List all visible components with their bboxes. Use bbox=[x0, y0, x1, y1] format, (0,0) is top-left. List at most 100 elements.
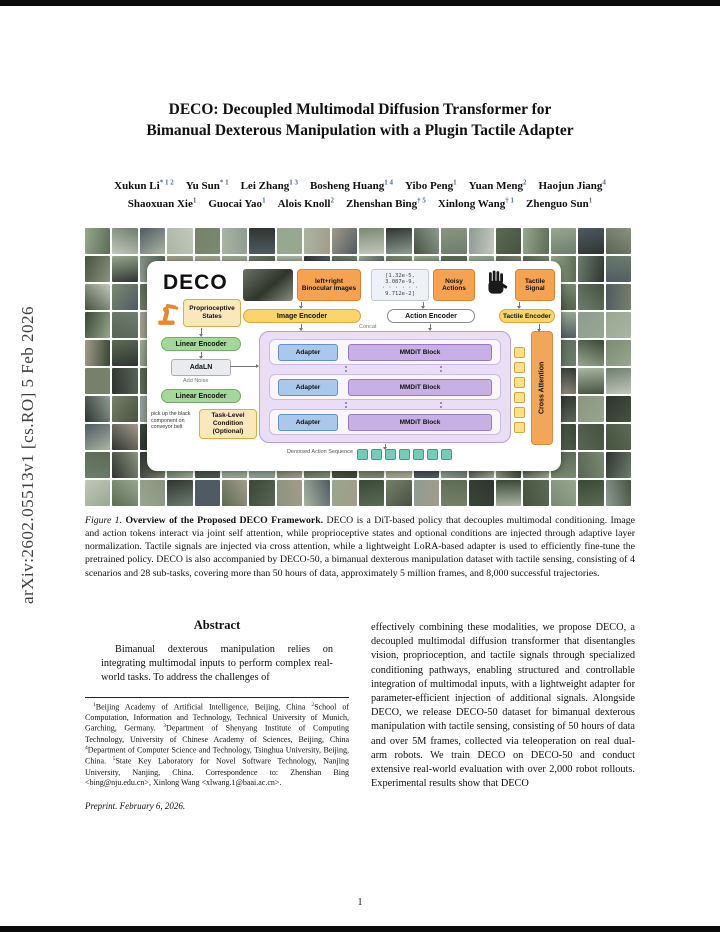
linear-encoder-1: Linear Encoder bbox=[161, 337, 241, 351]
author-name: Shaoxuan Xie1 bbox=[127, 196, 197, 210]
adapter-block: Adapter bbox=[278, 413, 338, 431]
author-name: Xinlong Wang† 1 bbox=[437, 196, 515, 210]
left-column: Abstract Bimanual dexterous manipulation… bbox=[85, 618, 349, 811]
paper-title: DECO: Decoupled Multimodal Diffusion Tra… bbox=[0, 99, 720, 142]
tactile-token bbox=[514, 422, 525, 433]
demo-frame-thumbnail bbox=[495, 228, 522, 254]
demo-frame-thumbnail bbox=[523, 228, 549, 254]
demo-frame-thumbnail bbox=[605, 228, 631, 254]
figure-caption-title: Overview of the Proposed DECO Framework. bbox=[125, 515, 324, 526]
demo-frame-thumbnail bbox=[112, 424, 138, 450]
cross-attention-block: Cross Attention bbox=[531, 331, 553, 445]
action-token bbox=[427, 449, 438, 460]
demo-frame-thumbnail bbox=[139, 480, 166, 506]
demo-frame-thumbnail bbox=[441, 228, 467, 254]
demo-frame-thumbnail bbox=[112, 284, 138, 310]
author-name: Yibo Peng1 bbox=[404, 178, 457, 192]
demo-frame-thumbnail bbox=[112, 368, 138, 394]
demo-frame-thumbnail bbox=[112, 396, 138, 422]
denoised-action-label: Denoised Action Sequence bbox=[286, 449, 353, 455]
mmdit-block: MMDiT Block bbox=[348, 378, 492, 396]
flow-arrow bbox=[428, 324, 432, 331]
adaln-block: AdaLN bbox=[171, 359, 231, 376]
transformer-layer-row: Adapter MMDiT Block bbox=[269, 409, 501, 435]
denoised-action-squares bbox=[357, 449, 452, 460]
demo-frame-thumbnail bbox=[605, 312, 631, 338]
demo-frame-thumbnail bbox=[249, 228, 275, 254]
demo-frame-thumbnail bbox=[85, 368, 111, 394]
demo-frame-thumbnail bbox=[139, 228, 166, 254]
demo-frame-thumbnail bbox=[221, 480, 248, 506]
figure-1: DECO left+right Binocular Images [1.32e-… bbox=[85, 228, 631, 506]
action-token bbox=[441, 449, 452, 460]
demo-frame-thumbnail bbox=[605, 480, 631, 506]
flow-arrow bbox=[383, 444, 387, 450]
demo-frame-thumbnail bbox=[304, 228, 330, 254]
adapter-block: Adapter bbox=[278, 343, 338, 361]
title-line-1: DECO: Decoupled Multimodal Diffusion Tra… bbox=[168, 101, 552, 118]
footnote-text: 1Beijing Academy of Artificial Intellige… bbox=[85, 701, 349, 788]
demo-frame-thumbnail bbox=[578, 424, 604, 450]
demo-frame-thumbnail bbox=[358, 480, 385, 506]
author-name: Haojun Jiang4 bbox=[538, 178, 606, 192]
top-edge-bar bbox=[0, 0, 720, 6]
page-number: 1 bbox=[357, 897, 363, 908]
figure-caption-text: DECO is a DiT-based policy that decouple… bbox=[85, 515, 635, 579]
mmdit-block: MMDiT Block bbox=[348, 413, 492, 431]
tactile-token bbox=[514, 407, 525, 418]
demo-frame-thumbnail bbox=[550, 480, 577, 506]
figure-caption-label: Figure 1. bbox=[85, 515, 123, 526]
demo-frame-thumbnail bbox=[578, 396, 604, 422]
body-text: effectively combining these modalities, … bbox=[371, 622, 635, 790]
proprioceptive-states-label: Proprioceptive States bbox=[183, 299, 241, 327]
demo-frame-thumbnail bbox=[550, 228, 577, 254]
author-name: Xukun Li* 1 2 bbox=[114, 178, 174, 192]
demo-frame-thumbnail bbox=[85, 424, 111, 450]
author-name: Lei Zhang1 3 bbox=[240, 178, 298, 192]
action-token bbox=[413, 449, 424, 460]
demo-frame-thumbnail bbox=[112, 480, 138, 506]
demo-frame-thumbnail bbox=[523, 480, 549, 506]
author-name: Alois Knoll2 bbox=[277, 196, 334, 210]
demo-frame-thumbnail bbox=[331, 480, 357, 506]
action-encoder: Action Encoder bbox=[387, 309, 475, 323]
flow-arrow bbox=[537, 324, 541, 332]
preprint-note: Preprint. February 6, 2026. bbox=[85, 800, 186, 811]
task-instruction-text: pick up the black component on conveyor … bbox=[151, 411, 191, 431]
demo-frame-thumbnail bbox=[85, 340, 111, 366]
abstract-heading: Abstract bbox=[193, 618, 241, 632]
demo-frame-thumbnail bbox=[468, 228, 494, 254]
demo-frame-thumbnail bbox=[386, 228, 412, 254]
demo-frame-thumbnail bbox=[276, 480, 303, 506]
demo-frame-thumbnail bbox=[605, 424, 631, 450]
flow-arrow bbox=[199, 328, 203, 337]
architecture-diagram: DECO left+right Binocular Images [1.32e-… bbox=[147, 261, 561, 471]
demo-frame-thumbnail bbox=[85, 312, 111, 338]
author-name: Guocai Yao1 bbox=[208, 196, 266, 210]
tactile-hand-icon bbox=[483, 270, 511, 300]
demo-frame-thumbnail bbox=[413, 228, 440, 254]
demo-frame-thumbnail bbox=[605, 452, 631, 478]
demo-frame-thumbnail bbox=[85, 256, 111, 282]
author-name: Zhenguo Sun1 bbox=[526, 196, 593, 210]
demo-frame-thumbnail bbox=[167, 480, 193, 506]
demo-frame-thumbnail bbox=[85, 396, 111, 422]
demo-frame-thumbnail bbox=[578, 284, 604, 310]
flow-arrow bbox=[421, 302, 425, 309]
action-token bbox=[399, 449, 410, 460]
flow-arrow bbox=[299, 302, 303, 309]
demo-frame-thumbnail bbox=[605, 340, 631, 366]
demo-frame-thumbnail bbox=[112, 228, 138, 254]
demo-frame-thumbnail bbox=[358, 228, 385, 254]
binocular-image-thumbnail bbox=[243, 269, 293, 301]
concat-label: Concat bbox=[359, 324, 377, 330]
tactile-token bbox=[514, 347, 525, 358]
bottom-edge-bar bbox=[0, 926, 720, 932]
flow-arrow bbox=[517, 302, 521, 309]
demo-frame-thumbnail bbox=[85, 480, 111, 506]
robot-arm-icon bbox=[155, 301, 181, 327]
demo-frame-thumbnail bbox=[578, 452, 604, 478]
